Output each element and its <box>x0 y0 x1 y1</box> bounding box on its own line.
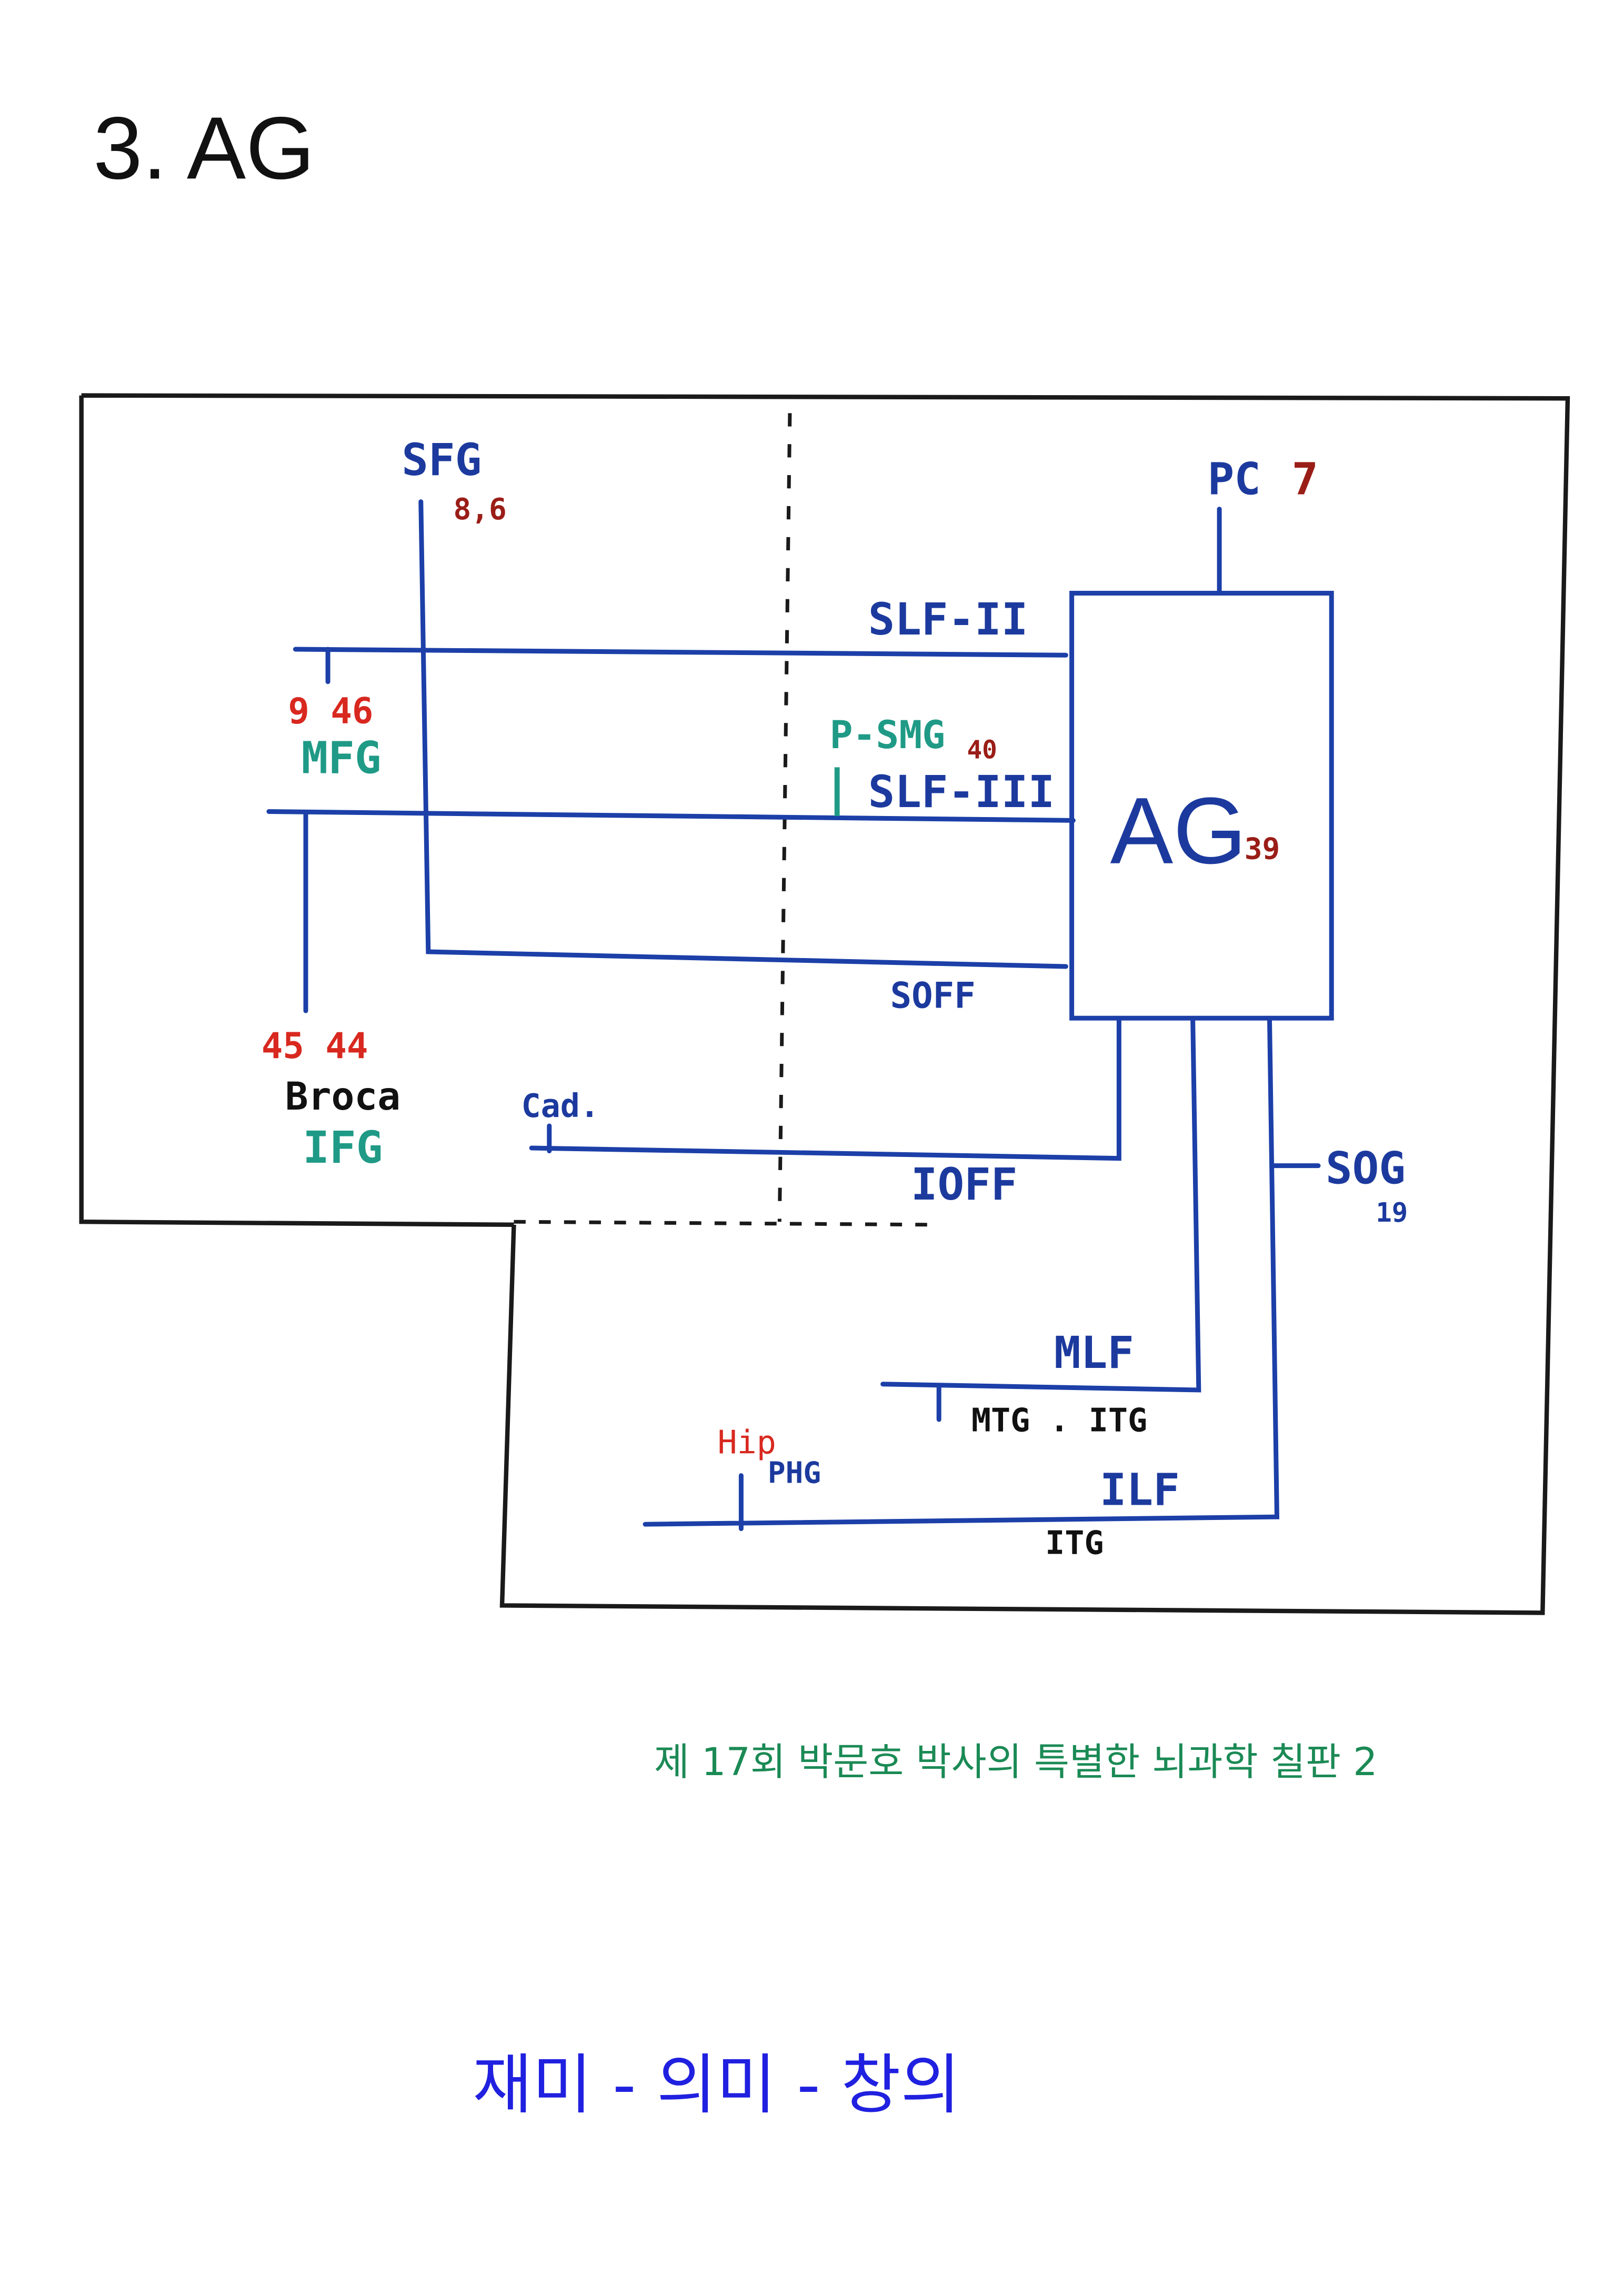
psmg-label: P-SMG <box>830 713 945 758</box>
motto: 재미 - 의미 - 창의 <box>473 2047 960 2123</box>
ilf-label: ILF <box>1100 1464 1180 1516</box>
page-title: 3. AG <box>93 98 315 197</box>
sfg-area: 8,6 <box>453 492 506 527</box>
ifg-area: 45 44 <box>262 1025 368 1066</box>
mfg-area: 9 46 <box>288 690 373 731</box>
ag-area: 39 <box>1245 832 1280 866</box>
phg-label: PHG <box>768 1456 821 1491</box>
tract-lines <box>266 499 1334 1532</box>
ioff-label: IOFF <box>911 1159 1018 1210</box>
pc-area: 7 <box>1292 454 1319 505</box>
psmg-area: 40 <box>967 736 997 765</box>
mfg-label: MFG <box>302 732 382 784</box>
slf2-label: SLF-II <box>868 593 1028 645</box>
sfg-label: SFG <box>402 434 482 486</box>
pc-label: PC <box>1208 454 1261 505</box>
sog-area: 19 <box>1376 1197 1408 1228</box>
sog-label: SOG <box>1326 1142 1406 1194</box>
ag-label: AG <box>1110 779 1247 884</box>
mtg-itg-label: MTG . ITG <box>971 1401 1147 1439</box>
ifg-label: IFG <box>303 1122 383 1173</box>
mlf-label: MLF <box>1054 1327 1134 1378</box>
slf3-label: SLF-III <box>868 766 1055 818</box>
hippocampus-label: Hip <box>718 1424 776 1462</box>
soff-label: SOFF <box>890 975 976 1016</box>
caudate-label: Cad. <box>521 1087 599 1125</box>
series-caption: 제 17회 박문호 박사의 특별한 뇌과학 칠판 2 <box>654 1740 1378 1785</box>
broca-label: Broca <box>285 1074 400 1119</box>
ag-box <box>1069 590 1334 1021</box>
itg-label: ITG <box>1045 1524 1104 1562</box>
